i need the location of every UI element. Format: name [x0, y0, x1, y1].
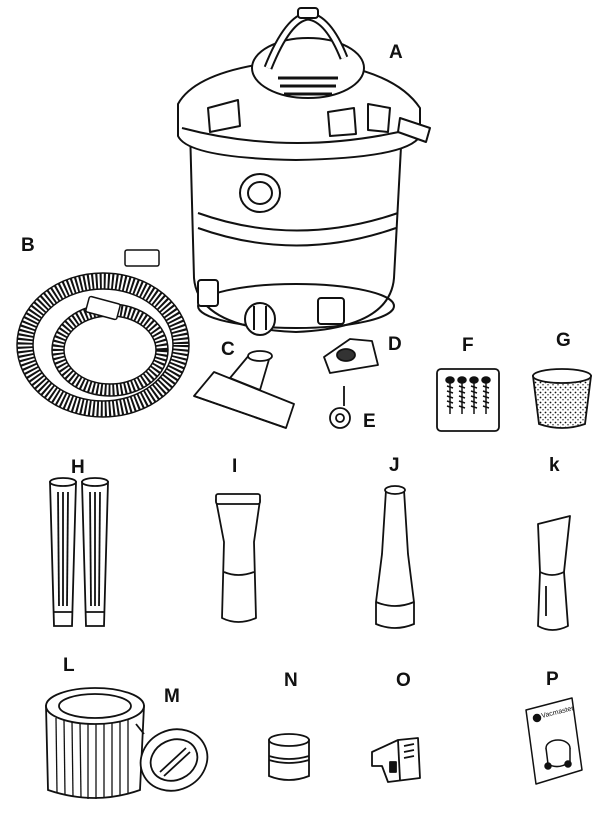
- round-nozzle-icon: [375, 485, 415, 629]
- caster-base-icon: [323, 338, 379, 374]
- label-i: I: [232, 456, 238, 477]
- label-o: O: [396, 670, 411, 691]
- foam-sleeve-icon: [531, 368, 593, 429]
- label-k: k: [549, 455, 560, 476]
- owners-manual-icon: Vacmaster: [525, 697, 583, 785]
- cartridge-filter-icon: [45, 687, 145, 799]
- adapter-icon: [268, 733, 310, 781]
- floor-nozzle-icon: [193, 350, 295, 429]
- label-b: B: [21, 235, 35, 256]
- label-a: A: [389, 42, 403, 63]
- screws-pack-icon: [436, 368, 500, 432]
- label-d: D: [388, 334, 402, 355]
- label-c: C: [221, 339, 235, 360]
- label-h: H: [71, 457, 85, 478]
- hose-icon: [16, 249, 190, 418]
- label-n: N: [284, 670, 298, 691]
- extension-wands-icon: [49, 477, 109, 627]
- hose-clip-icon: [371, 737, 421, 783]
- caster-wheel-icon: [329, 386, 351, 429]
- label-j: J: [389, 455, 400, 476]
- label-p: P: [546, 669, 559, 690]
- label-l: L: [63, 655, 75, 676]
- label-g: G: [556, 330, 571, 351]
- label-e: E: [363, 411, 376, 432]
- label-f: F: [462, 335, 474, 356]
- utility-nozzle-icon: [215, 493, 261, 623]
- label-m: M: [164, 686, 180, 707]
- wet-dry-vac-body-icon: [177, 7, 431, 336]
- crevice-tool-icon: [537, 515, 571, 631]
- filter-lid-icon: [135, 723, 209, 792]
